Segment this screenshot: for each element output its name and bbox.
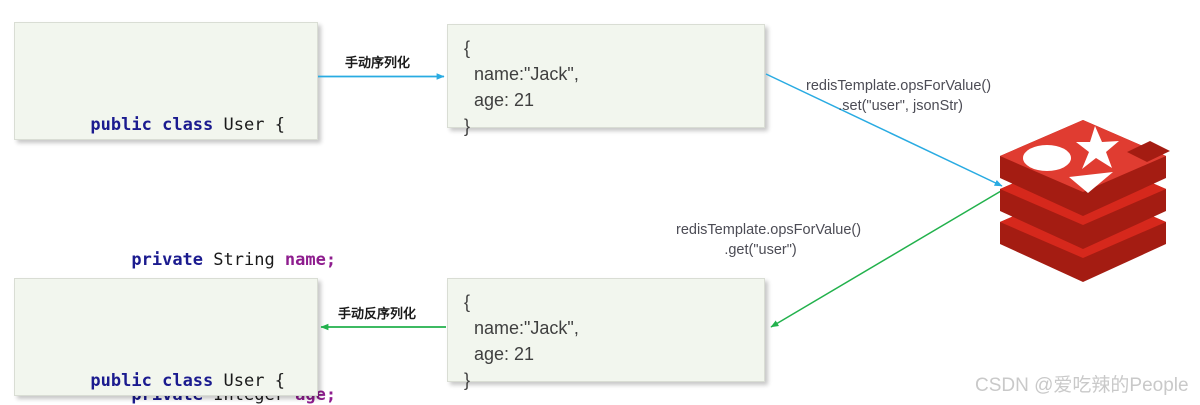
- code-token: User {: [213, 371, 285, 391]
- label-deserialize: 手动反序列化: [338, 307, 417, 322]
- code-line: public class User {: [29, 341, 317, 405]
- code-line: private String name;: [29, 220, 336, 301]
- json-box-bottom: { name:"Jack", age: 21 }: [447, 278, 765, 390]
- label-serialize: 手动序列化: [345, 56, 411, 71]
- code-token: class: [162, 115, 214, 135]
- code-token: public: [90, 371, 152, 391]
- code-token: String: [203, 250, 285, 270]
- code-line: public class User {: [29, 85, 317, 166]
- redis-ellipse-glyph: [1023, 145, 1071, 171]
- code-token: [152, 371, 162, 391]
- user-class-box-bottom: public class User { private String name;…: [14, 278, 318, 396]
- json-box-top: { name:"Jack", age: 21 }: [447, 24, 765, 136]
- redis-triangle-glyph: [1069, 172, 1113, 193]
- code-token: ;: [325, 250, 337, 270]
- label-redis-get-call: redisTemplate.opsForValue() .get("user"): [676, 222, 862, 258]
- code-indent: [90, 250, 131, 270]
- code-token: class: [162, 371, 214, 391]
- redis-star-glyph: [1076, 126, 1119, 169]
- redis-square-glyph: [1127, 141, 1170, 162]
- label-redis-set-call: redisTemplate.opsForValue() .set("user",…: [806, 78, 992, 114]
- code-token: User {: [213, 115, 285, 135]
- code-token: ;: [325, 385, 337, 405]
- csdn-watermark: CSDN @爱吃辣的People: [975, 375, 1189, 396]
- user-class-box-top: public class User { private String name;…: [14, 22, 336, 405]
- code-token: private: [131, 250, 204, 270]
- redis-logo: [1000, 120, 1170, 282]
- code-token: name: [284, 250, 326, 270]
- code-token: public: [90, 115, 152, 135]
- code-token: [152, 115, 162, 135]
